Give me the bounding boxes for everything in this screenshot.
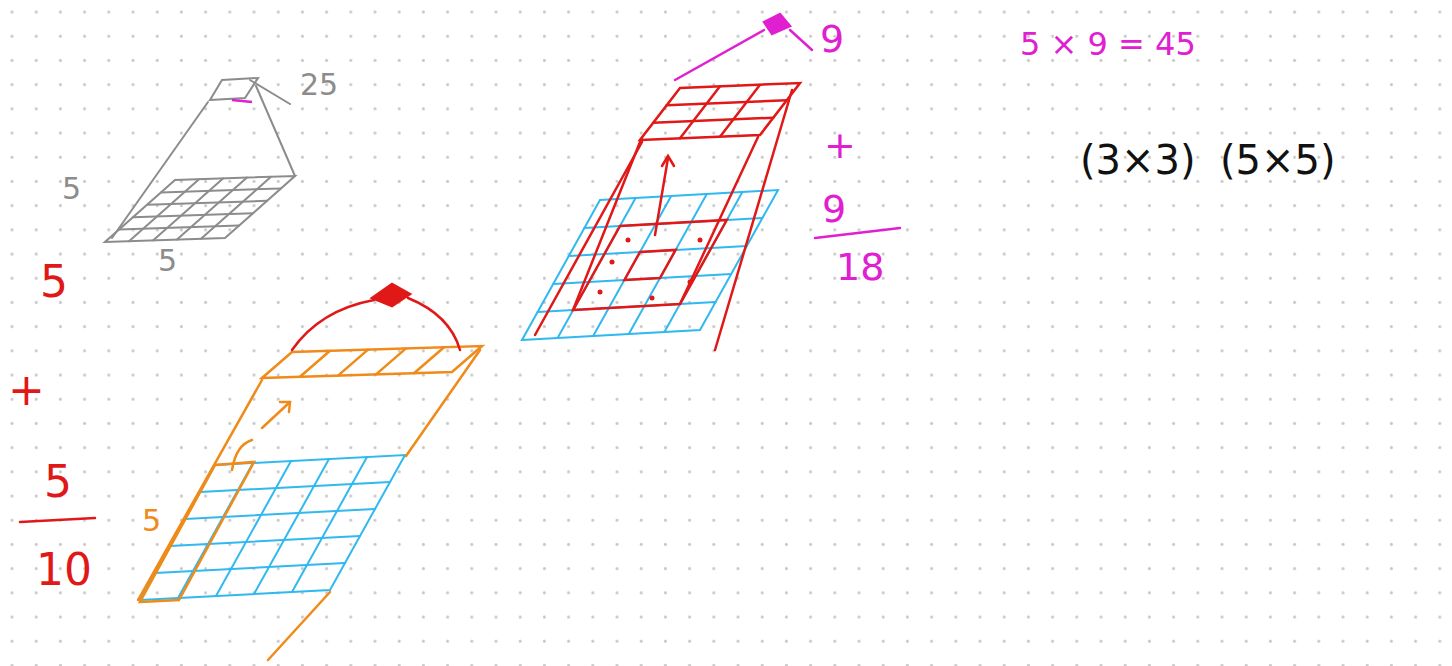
sketch-number: 10 bbox=[36, 548, 92, 592]
apex-mark bbox=[232, 100, 252, 102]
sketch-number: 5 bbox=[158, 246, 177, 276]
orange-column bbox=[138, 346, 482, 660]
sketch-number: 5 bbox=[44, 460, 72, 504]
sketch-number: 25 bbox=[300, 70, 338, 100]
red-dots bbox=[598, 238, 703, 301]
sketch-number: 18 bbox=[836, 248, 884, 286]
sketch-number: 5 bbox=[142, 506, 161, 536]
red-apex bbox=[20, 284, 460, 522]
sketch-number: + bbox=[824, 126, 856, 164]
red-pyramid bbox=[535, 83, 800, 350]
sketch-number: 9 bbox=[820, 20, 844, 58]
sketch-number: (3×3) bbox=[1080, 140, 1196, 180]
sketch-number: 9 bbox=[822, 190, 846, 228]
sketch-number: + bbox=[8, 368, 45, 412]
sketch-number: 5 × 9 = 45 bbox=[1020, 28, 1196, 60]
sketch-number: 5 bbox=[40, 260, 68, 304]
sketch-number: (5×5) bbox=[1220, 140, 1336, 180]
sketch-number: 5 bbox=[62, 174, 81, 204]
magenta-apex bbox=[675, 14, 900, 238]
gray-pyramid bbox=[105, 78, 295, 242]
